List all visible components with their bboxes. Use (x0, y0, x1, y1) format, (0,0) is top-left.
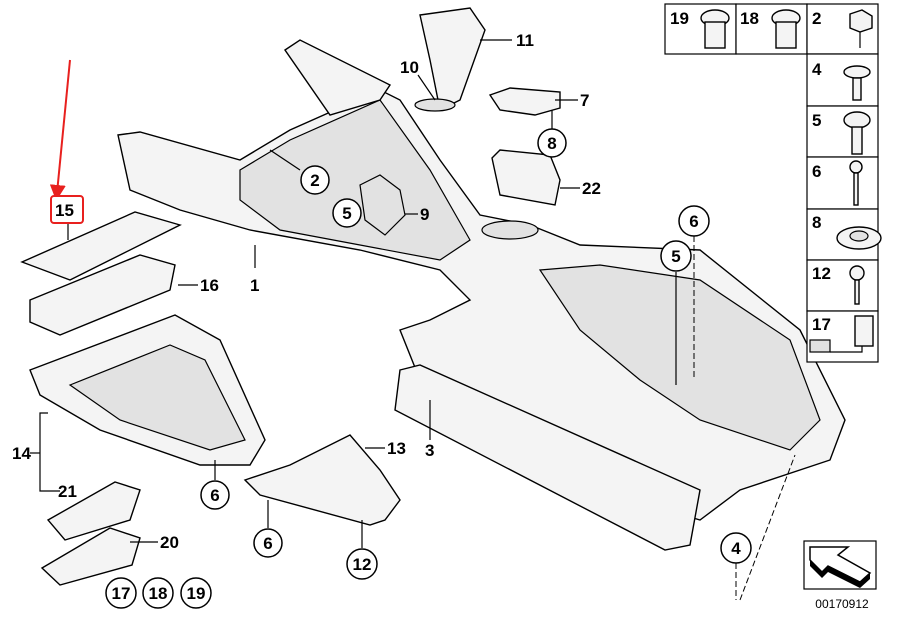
legend-item-8[interactable]: 8 (812, 213, 882, 250)
circle-callout-4[interactable]: 4 (720, 532, 752, 564)
callout-15[interactable]: 15 (55, 201, 74, 220)
part-16-tray[interactable] (29, 254, 176, 336)
callout-9[interactable]: 9 (420, 205, 429, 224)
part-11-cover[interactable] (419, 7, 486, 112)
svg-text:17: 17 (112, 584, 131, 603)
part-10-seal[interactable] (414, 98, 456, 112)
callout-20[interactable]: 20 (160, 533, 179, 552)
svg-text:6: 6 (689, 212, 698, 231)
svg-text:8: 8 (812, 213, 821, 232)
circle-callout-6b[interactable]: 6 (200, 480, 230, 510)
svg-text:5: 5 (342, 204, 351, 223)
svg-text:4: 4 (731, 539, 741, 558)
callout-7[interactable]: 7 (580, 91, 589, 110)
svg-text:18: 18 (740, 9, 759, 28)
svg-text:12: 12 (353, 555, 372, 574)
circle-callout-6[interactable]: 6 (678, 205, 710, 237)
svg-text:2: 2 (310, 171, 319, 190)
legend-item-4[interactable]: 4 (812, 60, 871, 101)
circle-callout-5[interactable]: 5 (332, 198, 362, 228)
legend-item-17[interactable]: 17 (809, 315, 874, 353)
part-13-panel[interactable] (243, 434, 401, 526)
legend-item-18[interactable]: 18 (740, 9, 801, 49)
circle-callout-12[interactable]: 12 (346, 548, 378, 580)
svg-text:6: 6 (812, 162, 821, 181)
part-9-bracket[interactable] (359, 174, 406, 236)
circle-callout-17[interactable]: 17 (105, 577, 137, 609)
callout-14[interactable]: 14 (12, 444, 31, 463)
circle-callout-6c[interactable]: 6 (253, 528, 283, 558)
svg-text:17: 17 (812, 315, 831, 334)
callout-3[interactable]: 3 (425, 441, 434, 460)
part-22-frame[interactable] (491, 149, 561, 206)
highlight-arrow (49, 59, 71, 201)
part-15-lid[interactable] (20, 211, 182, 281)
callout-21[interactable]: 21 (58, 482, 77, 501)
svg-text:2: 2 (812, 9, 821, 28)
callout-22[interactable]: 22 (582, 179, 601, 198)
legend-item-5[interactable]: 5 (812, 111, 871, 155)
part-7-ring[interactable] (488, 87, 561, 116)
callout-10[interactable]: 10 (400, 58, 419, 77)
circle-callout-5b[interactable]: 5 (660, 240, 692, 272)
svg-text:4: 4 (812, 60, 822, 79)
part-3-trim[interactable] (394, 364, 701, 551)
leader-lines (30, 39, 796, 601)
svg-text:18: 18 (149, 584, 168, 603)
legend-item-12[interactable]: 12 (812, 264, 865, 305)
svg-text:6: 6 (210, 486, 219, 505)
legend-item-2[interactable]: 2 (812, 9, 873, 48)
svg-text:8: 8 (547, 134, 556, 153)
part-21-tray[interactable] (46, 481, 141, 541)
svg-text:12: 12 (812, 264, 831, 283)
circle-callout-18[interactable]: 18 (142, 577, 174, 609)
callout-13[interactable]: 13 (387, 439, 406, 458)
callout-11[interactable]: 11 (516, 31, 534, 50)
callout-1[interactable]: 1 (250, 276, 259, 295)
orientation-arrow-icon (803, 540, 877, 590)
center-console[interactable] (117, 39, 846, 521)
legend-panel: 19 18 2 4 5 6 8 12 17 (664, 3, 882, 363)
svg-text:5: 5 (671, 247, 680, 266)
part-20-box[interactable] (40, 527, 141, 586)
circle-callout-2[interactable]: 2 (300, 165, 330, 195)
svg-text:19: 19 (187, 584, 206, 603)
highlight-box (50, 195, 84, 224)
circle-callout-8[interactable]: 8 (537, 128, 567, 158)
legend-item-19[interactable]: 19 (670, 9, 730, 49)
svg-text:19: 19 (670, 9, 689, 28)
svg-text:5: 5 (812, 111, 821, 130)
callout-16[interactable]: 16 (200, 276, 219, 295)
legend-item-6[interactable]: 6 (812, 160, 863, 206)
diagram-id: 00170912 (815, 597, 869, 611)
svg-text:6: 6 (263, 534, 272, 553)
circle-callout-19[interactable]: 19 (180, 577, 212, 609)
